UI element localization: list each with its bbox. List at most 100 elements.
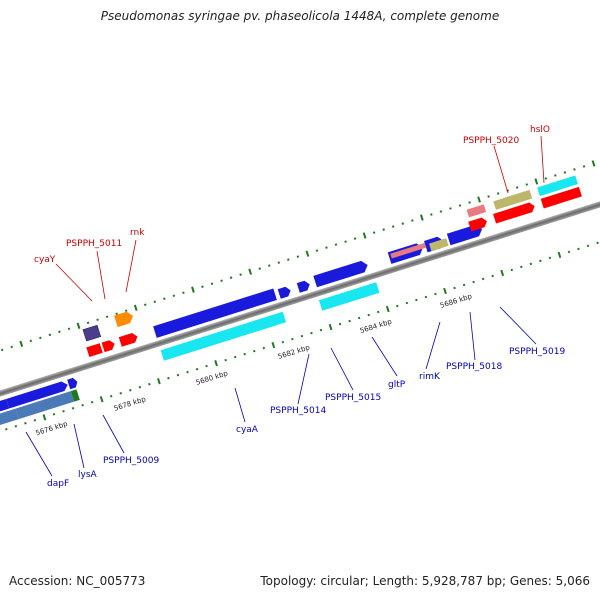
gene-label: PSPPH_5020	[463, 136, 519, 146]
gene-label: cyaY	[34, 255, 56, 265]
gene-label: cyaA	[236, 425, 259, 435]
gene-rna-5	[101, 340, 115, 353]
major-tick	[191, 286, 195, 293]
minor-tick	[243, 352, 246, 356]
scale-label: 5686 kbp	[439, 292, 473, 310]
gene-PSPPH_5020	[466, 204, 487, 218]
label-callout-lines	[25, 135, 545, 477]
minor-tick	[357, 316, 361, 320]
gene-rna-6	[118, 332, 138, 347]
minor-tick	[563, 171, 567, 174]
minor-tick	[81, 403, 84, 407]
forward-strand-genes	[82, 175, 582, 357]
major-tick	[157, 378, 161, 385]
minor-tick	[415, 298, 418, 302]
minor-tick	[481, 277, 485, 281]
minor-tick	[86, 321, 90, 325]
minor-tick	[319, 328, 323, 332]
minor-tick	[138, 385, 142, 389]
gene-label: PSPPH_5018	[446, 362, 502, 372]
minor-tick	[434, 292, 437, 296]
minor-tick	[401, 222, 405, 225]
gene-reverse-green	[70, 389, 80, 402]
minor-tick	[582, 165, 586, 168]
gene-lysA	[6, 381, 68, 409]
major-tick	[19, 340, 24, 348]
minor-tick	[453, 286, 456, 290]
major-tick	[99, 396, 104, 403]
gene-cyaA	[160, 311, 287, 361]
minor-tick	[71, 407, 75, 410]
minor-tick	[367, 313, 370, 317]
minor-tick	[315, 249, 319, 252]
gene-gltP	[313, 260, 368, 288]
minor-tick	[277, 261, 281, 264]
minor-tick	[567, 250, 571, 254]
gene-cyaY	[82, 324, 102, 342]
scale-label: 5680 kbp	[195, 369, 229, 387]
minor-tick	[382, 228, 385, 231]
minor-tick	[119, 391, 122, 395]
genome-summary-text: Topology: circular; Length: 5,928,787 bp…	[260, 574, 590, 588]
minor-tick	[510, 268, 514, 272]
major-tick	[557, 251, 562, 259]
minor-tick	[24, 422, 27, 425]
minor-tick	[48, 333, 52, 337]
gene-label: hslO	[530, 125, 550, 135]
minor-tick	[577, 247, 580, 251]
minor-tick	[458, 204, 462, 207]
minor-tick	[229, 276, 233, 279]
gene-hslO	[493, 189, 533, 210]
minor-tick	[405, 301, 409, 305]
minor-tick	[439, 210, 443, 213]
minor-tick	[33, 419, 37, 422]
gene-forward-cds-end	[537, 175, 578, 197]
minor-tick	[376, 310, 380, 314]
gene-label: PSPPH_5019	[509, 347, 565, 357]
minor-tick	[468, 201, 471, 204]
major-tick	[443, 287, 447, 295]
minor-tick	[525, 183, 529, 186]
gene-rna-1	[468, 217, 487, 232]
minor-tick	[544, 177, 548, 180]
gene-labels-bottom: dapF lysA PSPPH_5009 cyaA PSPPH_5014 PSP…	[47, 347, 565, 489]
major-tick	[500, 269, 505, 277]
minor-tick	[462, 283, 466, 287]
minor-tick	[39, 336, 42, 340]
gene-label: PSPPH_5009	[103, 456, 159, 466]
minor-tick	[96, 318, 99, 322]
minor-tick	[291, 337, 294, 341]
major-tick	[271, 341, 276, 349]
minor-tick	[262, 346, 266, 350]
minor-tick	[29, 339, 33, 343]
gene-forward-cds-2	[277, 286, 291, 299]
gene-label: rnk	[130, 228, 145, 238]
map-title: Pseudomonas syringae pv. phaseolicola 14…	[100, 9, 500, 23]
minor-tick	[296, 255, 300, 258]
minor-tick	[334, 243, 338, 246]
minor-tick	[62, 410, 65, 413]
minor-tick	[115, 312, 118, 316]
major-tick	[362, 232, 367, 239]
gene-forward-cds-1	[153, 288, 277, 338]
minor-tick	[153, 300, 157, 303]
lower-tick-row	[5, 241, 599, 431]
minor-tick	[539, 259, 542, 263]
minor-tick	[205, 364, 208, 368]
scale-label: 5684 kbp	[359, 317, 393, 335]
minor-tick	[58, 330, 61, 334]
gene-label: lysA	[78, 470, 98, 480]
minor-tick	[281, 340, 285, 344]
minor-tick	[391, 225, 395, 228]
minor-tick	[14, 425, 18, 428]
minor-tick	[586, 244, 590, 248]
gene-labels-top: cyaY PSPPH_5011 rnk PSPPH_5020 hslO	[34, 125, 550, 265]
major-tick	[305, 250, 310, 257]
scale-label: 5678 kbp	[113, 395, 147, 413]
minor-tick	[300, 334, 304, 338]
minor-tick	[396, 304, 399, 308]
minor-tick	[163, 297, 166, 300]
minor-tick	[10, 345, 14, 349]
accession-text: Accession: NC_005773	[9, 574, 146, 588]
